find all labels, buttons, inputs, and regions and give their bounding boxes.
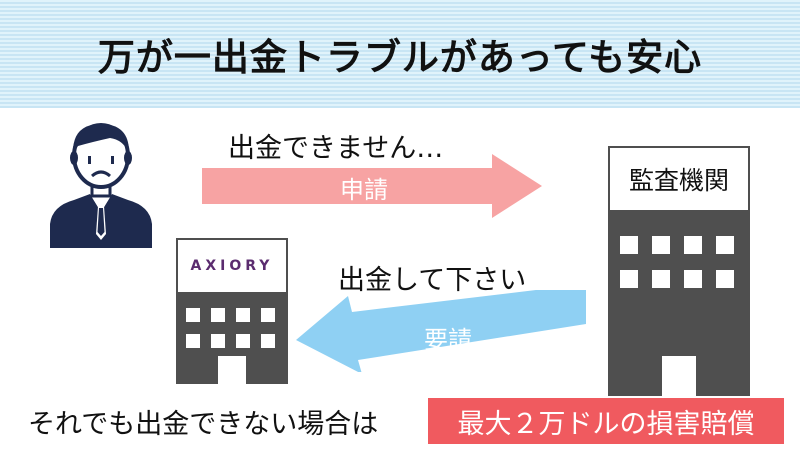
building-window	[652, 236, 670, 254]
building-icon	[608, 212, 750, 396]
demand-arrow-icon	[296, 284, 586, 374]
footer-text: それでも出金できない場合は	[28, 409, 379, 440]
header-banner	[0, 0, 800, 108]
building-window	[620, 270, 638, 288]
worried-person-icon	[48, 116, 154, 248]
request-caption: 出金できません…	[228, 133, 444, 164]
request-arrow-icon	[202, 154, 542, 218]
building-window	[261, 334, 275, 348]
agency-sign: 監査機関	[608, 146, 750, 212]
agency-sign-label: 監査機関	[628, 166, 729, 195]
building-window	[684, 236, 702, 254]
response-caption: 出金して下さい	[338, 265, 527, 296]
request-arrow-label: 申請	[340, 176, 388, 204]
building-window	[620, 236, 638, 254]
building-window	[716, 236, 734, 254]
compensation-text: 最大２万ドルの損害賠償	[457, 408, 755, 440]
building-door	[662, 356, 696, 396]
building-window	[236, 308, 250, 322]
audit-agency-building: 監査機関	[608, 146, 750, 396]
building-window	[261, 308, 275, 322]
building-window	[652, 270, 670, 288]
building-door	[218, 356, 246, 384]
demand-arrow-label: 要請	[424, 326, 472, 354]
building-window	[211, 334, 225, 348]
broker-logo: AXIORY	[190, 258, 274, 274]
building-window	[684, 270, 702, 288]
broker-sign: AXIORY	[176, 238, 288, 294]
building-window	[186, 308, 200, 322]
building-window	[716, 270, 734, 288]
building-window	[236, 334, 250, 348]
building-window	[186, 334, 200, 348]
page-title: 万が一出金トラブルがあっても安心	[97, 36, 703, 79]
building-icon	[176, 294, 288, 384]
building-window	[211, 308, 225, 322]
compensation-badge: 最大２万ドルの損害賠償	[428, 398, 784, 444]
broker-building: AXIORY	[176, 238, 288, 384]
